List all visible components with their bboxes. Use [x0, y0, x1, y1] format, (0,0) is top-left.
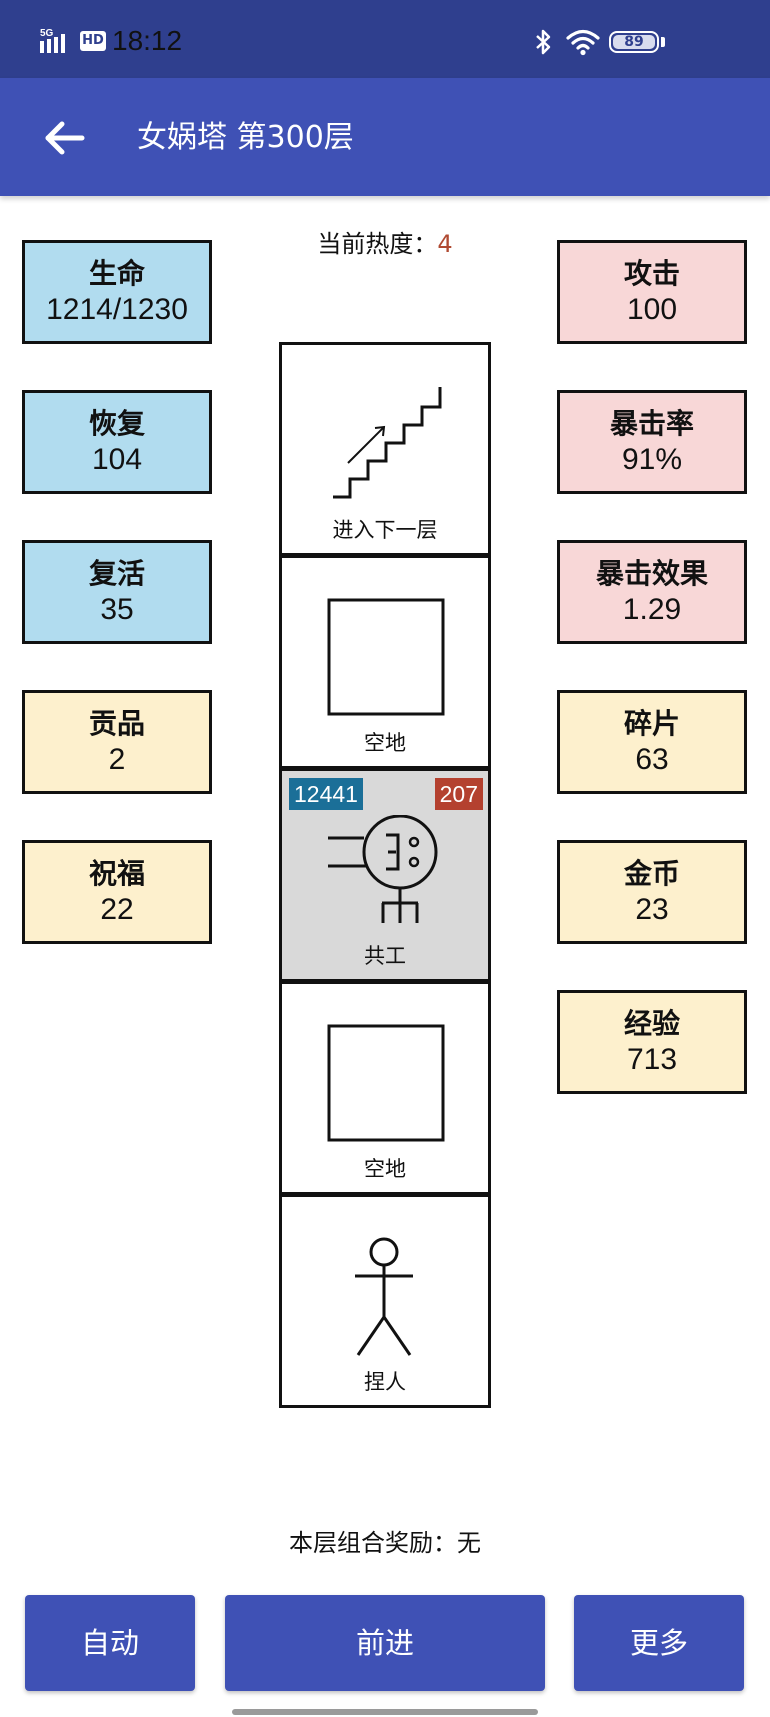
stat-fragments: 碎片 63	[557, 690, 747, 794]
heat-label: 当前热度：	[317, 230, 438, 258]
stat-label: 暴击率	[609, 407, 694, 440]
stat-label: 生命	[88, 257, 145, 290]
stat-tribute: 贡品 2	[22, 690, 212, 794]
stat-value: 35	[100, 593, 134, 626]
empty-square-icon	[327, 1024, 445, 1142]
stat-hp: 生命 1214/1230	[22, 240, 212, 344]
stat-value: 63	[635, 743, 669, 776]
battery-percent: 89	[624, 34, 644, 50]
stat-attack: 攻击 100	[557, 240, 747, 344]
stat-label: 复活	[88, 557, 145, 590]
bluetooth-icon	[536, 29, 551, 55]
stat-recovery: 恢复 104	[22, 390, 212, 494]
tower-cell-player[interactable]: 捏人	[279, 1194, 491, 1408]
stat-revive: 复活 35	[22, 540, 212, 644]
current-heat: 当前热度：4	[0, 226, 770, 262]
tower-cell-empty[interactable]: 空地	[279, 981, 491, 1195]
battery-icon: 89	[609, 31, 659, 53]
stat-value: 104	[91, 443, 143, 476]
tower-cell-empty[interactable]: 空地	[279, 555, 491, 769]
network-type-label: 5G	[40, 28, 54, 39]
tower-cell-next-floor[interactable]: 进入下一层	[279, 342, 491, 556]
enemy-attack-badge: 207	[434, 778, 483, 810]
auto-button[interactable]: 自动	[25, 1595, 195, 1691]
empty-square-icon	[327, 598, 445, 716]
hd-badge: HD	[80, 31, 106, 51]
cell-label: 共工	[364, 944, 406, 968]
home-indicator[interactable]	[232, 1709, 538, 1715]
enemy-creature-icon	[328, 815, 438, 923]
stick-figure-icon	[355, 1237, 413, 1356]
stat-value: 1214/1230	[46, 293, 188, 326]
stat-value: 1.29	[622, 593, 682, 626]
stat-blessing: 祝福 22	[22, 840, 212, 944]
stat-gold: 金币 23	[557, 840, 747, 944]
stat-crit-rate: 暴击率 91%	[557, 390, 747, 494]
stat-label: 经验	[623, 1007, 680, 1040]
stat-label: 恢复	[88, 407, 145, 440]
page-title: 女娲塔 第300层	[137, 120, 354, 155]
app-bar	[0, 78, 770, 196]
battery-terminal	[661, 37, 665, 47]
stat-value: 2	[108, 743, 126, 776]
stat-value: 100	[626, 293, 678, 326]
stat-value: 91%	[621, 443, 683, 476]
stat-label: 攻击	[623, 257, 680, 290]
stat-label: 贡品	[88, 707, 145, 740]
stat-crit-effect: 暴击效果 1.29	[557, 540, 747, 644]
cellular-signal-icon: 5G	[40, 28, 65, 53]
stat-label: 暴击效果	[595, 557, 708, 590]
enemy-hp-badge: 12441	[289, 778, 363, 810]
status-time: 18:12	[112, 25, 183, 56]
stat-label: 祝福	[88, 857, 145, 890]
cell-label: 捏人	[364, 1370, 406, 1394]
stat-label: 碎片	[623, 707, 680, 740]
advance-button[interactable]: 前进	[225, 1595, 545, 1691]
stat-label: 金币	[623, 857, 680, 890]
cell-label: 进入下一层	[332, 518, 438, 542]
stat-value: 23	[635, 893, 669, 926]
stat-value: 713	[626, 1043, 678, 1076]
wifi-icon	[566, 29, 600, 56]
tower-cell-enemy[interactable]: 12441 207 共工	[279, 768, 491, 982]
stat-experience: 经验 713	[557, 990, 747, 1094]
stat-value: 22	[100, 893, 134, 926]
back-arrow-icon[interactable]	[36, 112, 92, 164]
stairs-icon	[333, 387, 442, 499]
battery-level-fill	[613, 35, 655, 49]
heat-value: 4	[437, 230, 453, 258]
cell-label: 空地	[364, 1157, 406, 1181]
more-button[interactable]: 更多	[574, 1595, 744, 1691]
floor-combo-reward: 本层组合奖励：无	[289, 1529, 481, 1557]
cell-label: 空地	[364, 731, 406, 755]
